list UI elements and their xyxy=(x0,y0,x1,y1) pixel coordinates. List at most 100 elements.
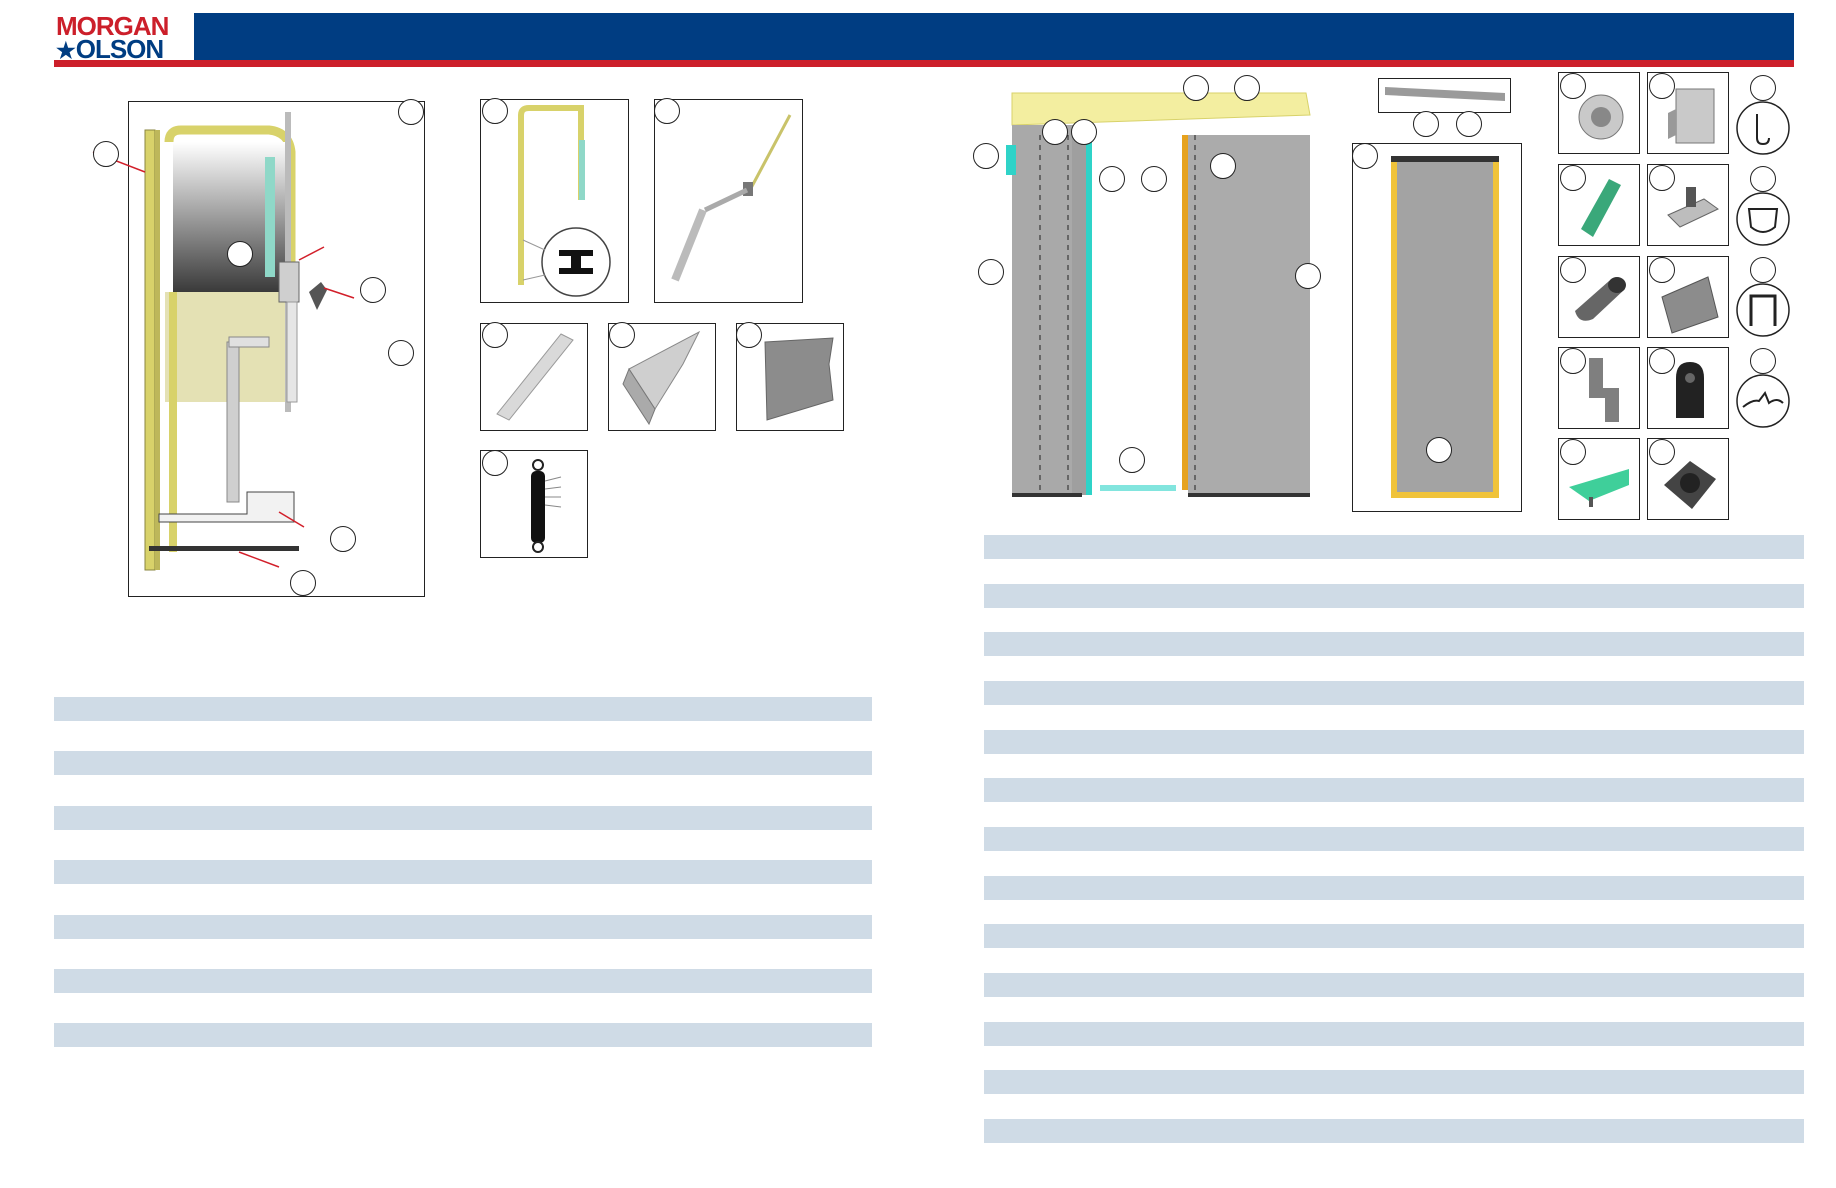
callout xyxy=(290,570,316,596)
callout xyxy=(482,98,508,124)
seal-profile-wave-icon xyxy=(1736,374,1790,428)
table-row xyxy=(984,681,1804,705)
callout xyxy=(1352,143,1378,169)
callout xyxy=(1649,439,1675,465)
green-guide-panel xyxy=(1558,164,1640,246)
table-row xyxy=(984,535,1804,559)
table-row xyxy=(984,827,1804,851)
table-row xyxy=(984,632,1804,656)
callout xyxy=(398,99,424,125)
table-row xyxy=(984,584,1804,608)
rubber-bumper-illustration xyxy=(1676,362,1704,418)
callout xyxy=(1560,73,1586,99)
header-bar xyxy=(54,13,1794,67)
star-icon: ★ xyxy=(56,38,76,63)
logo-line-2: ★OLSON xyxy=(56,34,164,64)
callout xyxy=(1183,75,1209,101)
table-row xyxy=(984,924,1804,948)
green-bracket-illustration xyxy=(1569,469,1629,507)
green-guide-illustration xyxy=(1581,179,1621,237)
header-stripe xyxy=(54,60,1794,67)
callout xyxy=(609,322,635,348)
knob-part-panel xyxy=(1558,72,1640,154)
angle-bracket-illustration xyxy=(622,330,701,426)
roller-part-illustration xyxy=(1575,277,1626,321)
hinge-bracket-illustration xyxy=(1668,88,1715,144)
sliding-door-illustration xyxy=(1006,92,1311,497)
mounting-plate-illustration xyxy=(1661,276,1719,334)
callout xyxy=(1750,166,1776,192)
latch-rod-illustration xyxy=(671,114,792,282)
seal-profile-u-icon xyxy=(1736,192,1790,246)
callout xyxy=(330,526,356,552)
roller-part-panel xyxy=(1558,256,1640,338)
mounting-plate-panel xyxy=(1647,256,1729,338)
callout xyxy=(482,450,508,476)
table-row xyxy=(984,876,1804,900)
callout xyxy=(654,98,680,124)
gas-spring-illustration xyxy=(531,459,562,553)
bar-part-illustration xyxy=(496,333,574,421)
callout xyxy=(1119,447,1145,473)
callout xyxy=(227,241,253,267)
table-row xyxy=(54,697,872,721)
table-row xyxy=(984,1119,1804,1143)
callout xyxy=(1649,165,1675,191)
callout xyxy=(1649,348,1675,374)
callout xyxy=(93,141,119,167)
door-assembly-illustration xyxy=(92,112,355,571)
table-row xyxy=(54,915,872,939)
callout xyxy=(1295,263,1321,289)
callout xyxy=(1234,75,1260,101)
latch-housing-panel xyxy=(1647,438,1729,520)
callout xyxy=(973,143,999,169)
top-rail-panel xyxy=(1378,78,1511,113)
callout xyxy=(1071,119,1097,145)
callout xyxy=(1560,257,1586,283)
table-row xyxy=(984,973,1804,997)
lock-mechanism-illustration xyxy=(1667,187,1719,228)
callout xyxy=(360,277,386,303)
callout xyxy=(1042,119,1068,145)
callout xyxy=(1141,166,1167,192)
table-row xyxy=(54,860,872,884)
table-row xyxy=(984,1070,1804,1094)
callout xyxy=(736,322,762,348)
table-row xyxy=(984,1022,1804,1046)
callout xyxy=(1560,348,1586,374)
callout xyxy=(482,322,508,348)
table-row xyxy=(54,1023,872,1047)
callout xyxy=(978,259,1004,285)
callout xyxy=(1750,257,1776,283)
latch-housing-illustration xyxy=(1664,461,1716,509)
door-assembly-panel xyxy=(92,101,425,597)
table-row xyxy=(984,778,1804,802)
callout xyxy=(1649,257,1675,283)
table-row xyxy=(54,751,872,775)
table-row xyxy=(54,969,872,993)
callout xyxy=(1426,437,1452,463)
table-row xyxy=(54,806,872,830)
callout xyxy=(1560,439,1586,465)
logo-line-1: MORGAN xyxy=(56,11,169,41)
logo-line-2-text: OLSON xyxy=(75,34,164,64)
callout xyxy=(388,340,414,366)
seal-profile-channel-icon xyxy=(1736,283,1790,337)
callout xyxy=(1210,153,1236,179)
knob-part-illustration xyxy=(1578,94,1624,140)
table-row xyxy=(984,730,1804,754)
brand-logo: MORGAN ★OLSON xyxy=(54,11,194,63)
plate-part-illustration xyxy=(764,337,834,421)
callout xyxy=(1649,73,1675,99)
frame-extrusion-panel xyxy=(480,99,629,303)
latch-rod-panel xyxy=(654,99,803,303)
seal-profile-j-icon xyxy=(1736,101,1790,155)
callout xyxy=(1750,75,1776,101)
callout xyxy=(1560,165,1586,191)
callout xyxy=(1750,348,1776,374)
callout xyxy=(1099,166,1125,192)
callout xyxy=(1413,111,1439,137)
top-rail-illustration xyxy=(1385,87,1505,101)
callout xyxy=(1456,111,1482,137)
z-clip-illustration xyxy=(1589,358,1619,422)
